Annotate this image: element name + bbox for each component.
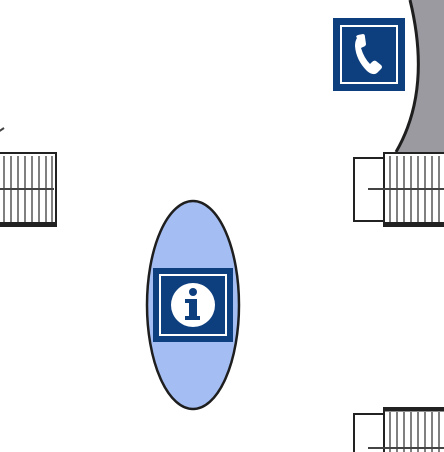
stairs-right-upper [353, 152, 444, 227]
curved-wall [394, 0, 444, 153]
information-booth[interactable] [145, 199, 241, 411]
info-icon [153, 268, 233, 342]
telephone-icon[interactable] [333, 18, 405, 91]
stairs-left [0, 127, 57, 227]
stairs-right-lower [353, 407, 444, 452]
